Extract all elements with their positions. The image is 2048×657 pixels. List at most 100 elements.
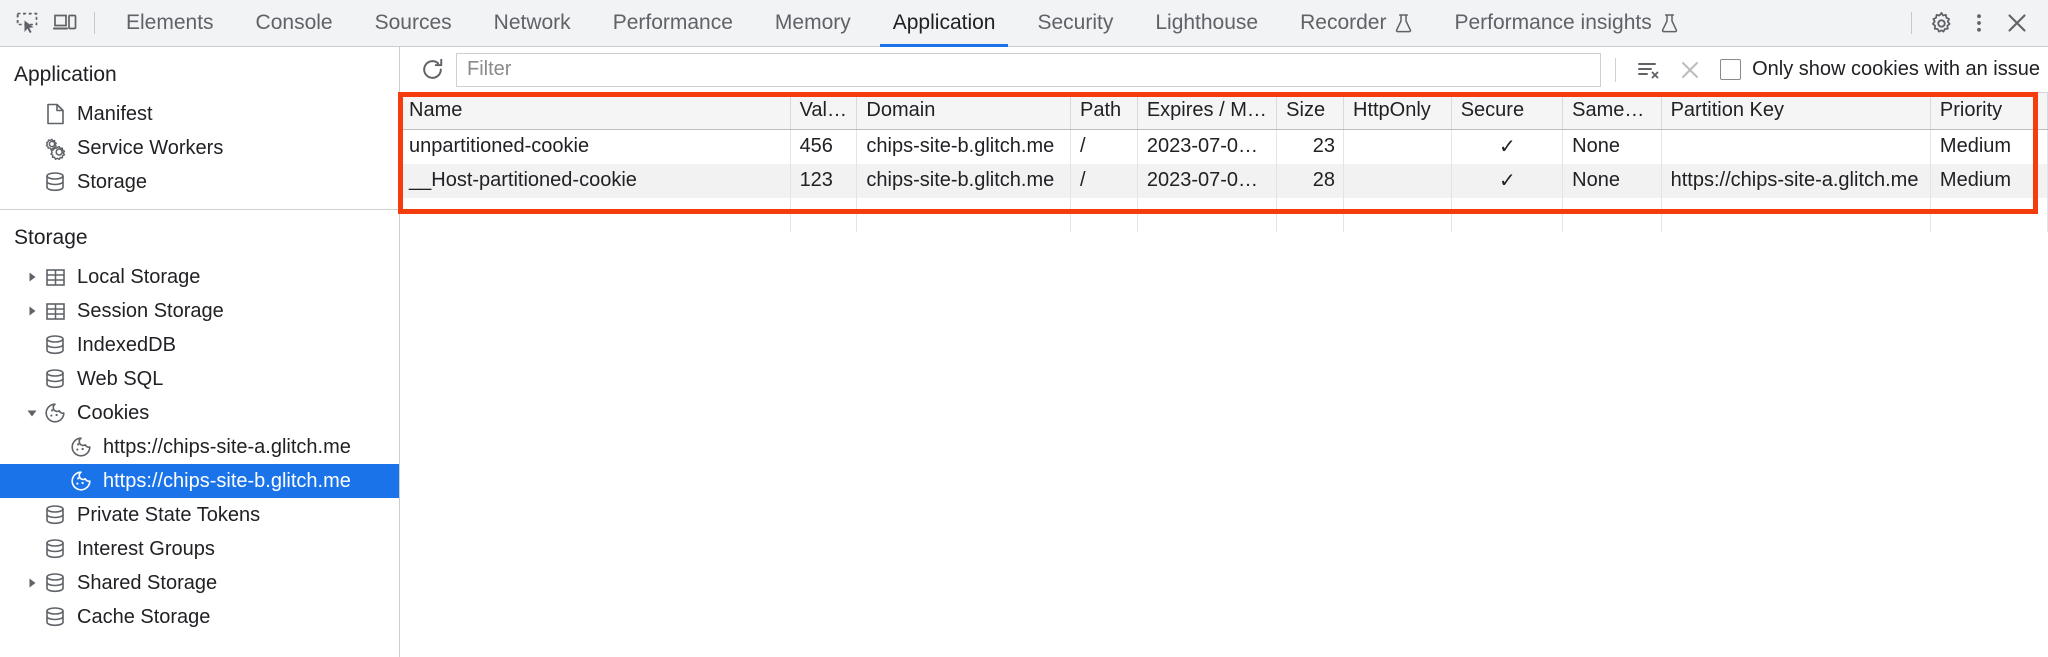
sidebar-item-shared-storage[interactable]: Shared Storage bbox=[0, 566, 399, 600]
filler-cell bbox=[1562, 197, 1662, 232]
database-icon bbox=[42, 606, 68, 628]
database-icon bbox=[42, 504, 68, 526]
cookies-table-body: unpartitioned-cookie 456 chips-site-b.gl… bbox=[400, 129, 2048, 232]
sidebar-item-manifest[interactable]: Manifest bbox=[0, 97, 399, 131]
filler-cell bbox=[400, 197, 791, 232]
refresh-icon[interactable] bbox=[414, 52, 450, 88]
gears-icon bbox=[42, 137, 68, 160]
cell-partition-key: https://chips-site-a.glitch.me bbox=[1661, 163, 1931, 198]
column-header-samesite[interactable]: SameSite bbox=[1562, 93, 1662, 130]
tab-label: Security bbox=[1037, 11, 1114, 34]
table-row[interactable]: unpartitioned-cookie 456 chips-site-b.gl… bbox=[400, 129, 2048, 164]
chevron-right-icon[interactable] bbox=[22, 271, 42, 283]
cell-path: / bbox=[1070, 129, 1138, 164]
experiment-flask-icon bbox=[1395, 13, 1412, 33]
cell-priority: Medium bbox=[1930, 129, 2048, 164]
kebab-menu-icon[interactable] bbox=[1960, 4, 1998, 42]
filler-cell bbox=[790, 197, 858, 232]
tab-label: Console bbox=[255, 11, 333, 34]
column-header-expires[interactable]: Expires / M… bbox=[1137, 93, 1278, 130]
cell-httponly bbox=[1343, 163, 1452, 198]
application-section-title: Application bbox=[14, 63, 117, 86]
filler-cell bbox=[1276, 197, 1344, 232]
sidebar-item-cookies[interactable]: Cookies bbox=[0, 396, 399, 430]
only-show-issues-toggle[interactable]: Only show cookies with an issue bbox=[1714, 58, 2040, 81]
inspect-element-icon[interactable] bbox=[8, 4, 46, 42]
tab-sources[interactable]: Sources bbox=[354, 0, 473, 47]
tab-elements[interactable]: Elements bbox=[105, 0, 235, 47]
cookies-table-container: Name Value Domain Path Expires / M… Size… bbox=[400, 93, 2048, 657]
sidebar-item-cookies-site-b[interactable]: https://chips-site-b.glitch.me bbox=[0, 464, 399, 498]
column-header-secure[interactable]: Secure bbox=[1451, 93, 1564, 130]
database-icon bbox=[42, 368, 68, 390]
column-header-path[interactable]: Path bbox=[1070, 93, 1138, 130]
toolbar-divider bbox=[94, 12, 95, 34]
sidebar-item-label: Storage bbox=[77, 170, 148, 193]
cell-priority: Medium bbox=[1930, 163, 2048, 198]
sidebar-item-label: Cache Storage bbox=[77, 605, 211, 628]
sidebar-item-indexeddb[interactable]: IndexedDB bbox=[0, 328, 399, 362]
cookies-table-header: Name Value Domain Path Expires / M… Size… bbox=[400, 93, 2048, 130]
devtools-body: Application Manifest bbox=[0, 47, 2048, 657]
tab-security[interactable]: Security bbox=[1016, 0, 1134, 47]
table-row[interactable]: __Host-partitioned-cookie 123 chips-site… bbox=[400, 163, 2048, 198]
cell-httponly bbox=[1343, 129, 1452, 164]
sidebar-item-service-workers[interactable]: Service Workers bbox=[0, 131, 399, 165]
column-header-httponly[interactable]: HttpOnly bbox=[1343, 93, 1452, 130]
delete-selected-cookie-icon[interactable] bbox=[1672, 52, 1708, 88]
sidebar-item-web-sql[interactable]: Web SQL bbox=[0, 362, 399, 396]
sidebar-item-storage[interactable]: Storage bbox=[0, 165, 399, 199]
cell-samesite: None bbox=[1562, 129, 1662, 164]
sidebar-item-interest-groups[interactable]: Interest Groups bbox=[0, 532, 399, 566]
sidebar-item-local-storage[interactable]: Local Storage bbox=[0, 260, 399, 294]
close-icon[interactable] bbox=[1998, 4, 2036, 42]
tab-application[interactable]: Application bbox=[872, 0, 1017, 47]
tab-network[interactable]: Network bbox=[473, 0, 592, 47]
sidebar-item-cookies-site-a[interactable]: https://chips-site-a.glitch.me bbox=[0, 430, 399, 464]
column-header-size[interactable]: Size bbox=[1276, 93, 1344, 130]
filter-input[interactable] bbox=[456, 52, 1602, 87]
document-icon bbox=[42, 103, 68, 125]
clear-all-cookies-icon[interactable] bbox=[1630, 52, 1666, 88]
cell-size: 23 bbox=[1276, 129, 1344, 164]
column-header-priority[interactable]: Priority bbox=[1930, 93, 2048, 130]
database-icon bbox=[42, 572, 68, 594]
tab-label: Performance bbox=[612, 11, 733, 34]
column-header-partition-key[interactable]: Partition Key bbox=[1661, 93, 1931, 130]
tab-lighthouse[interactable]: Lighthouse bbox=[1134, 0, 1279, 47]
device-toolbar-icon[interactable] bbox=[46, 4, 84, 42]
tab-label: Recorder bbox=[1300, 11, 1387, 34]
sidebar-item-private-state-tokens[interactable]: Private State Tokens bbox=[0, 498, 399, 532]
tab-performance-insights[interactable]: Performance insights bbox=[1433, 0, 1698, 47]
cell-partition-key bbox=[1661, 129, 1931, 164]
cell-name: __Host-partitioned-cookie bbox=[400, 163, 791, 198]
cookie-icon bbox=[42, 402, 68, 424]
cookies-panel: Only show cookies with an issue Name Val… bbox=[400, 47, 2048, 657]
tab-recorder[interactable]: Recorder bbox=[1279, 0, 1433, 47]
chevron-right-icon[interactable] bbox=[22, 577, 42, 589]
column-header-domain[interactable]: Domain bbox=[856, 93, 1071, 130]
tab-memory[interactable]: Memory bbox=[754, 0, 872, 47]
sidebar-item-cache-storage[interactable]: Cache Storage bbox=[0, 600, 399, 634]
cookies-header-row: Name Value Domain Path Expires / M… Size… bbox=[400, 93, 2048, 130]
cell-samesite: None bbox=[1562, 163, 1662, 198]
gear-icon[interactable] bbox=[1922, 4, 1960, 42]
sidebar-item-session-storage[interactable]: Session Storage bbox=[0, 294, 399, 328]
cell-domain: chips-site-b.glitch.me bbox=[856, 129, 1071, 164]
filler-cell bbox=[856, 197, 1071, 232]
experiment-flask-icon bbox=[1661, 13, 1678, 33]
chevron-right-icon[interactable] bbox=[22, 305, 42, 317]
tab-console[interactable]: Console bbox=[235, 0, 354, 47]
table-icon bbox=[42, 300, 68, 322]
column-header-value[interactable]: Value bbox=[790, 93, 858, 130]
toolbar-divider bbox=[1615, 57, 1617, 82]
only-show-issues-label: Only show cookies with an issue bbox=[1752, 58, 2040, 80]
only-show-issues-checkbox[interactable] bbox=[1720, 59, 1742, 80]
chevron-down-icon[interactable] bbox=[22, 408, 42, 419]
storage-section: Storage Local Storage bbox=[0, 210, 399, 644]
tab-label: Elements bbox=[126, 11, 214, 34]
tab-performance[interactable]: Performance bbox=[592, 0, 754, 47]
tab-label: Memory bbox=[774, 11, 851, 34]
sidebar-item-label: Interest Groups bbox=[77, 537, 215, 560]
column-header-name[interactable]: Name bbox=[400, 93, 791, 130]
